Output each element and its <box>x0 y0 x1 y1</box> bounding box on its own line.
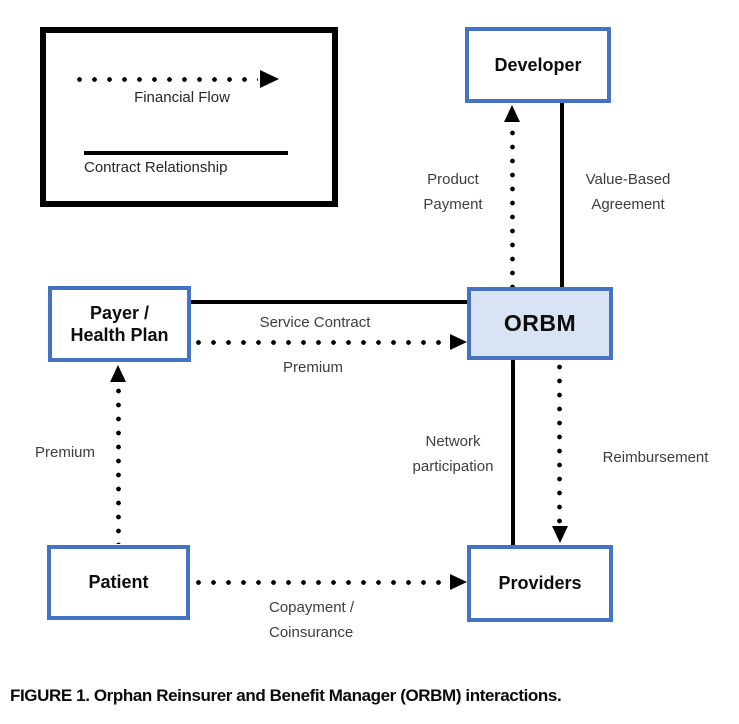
edge-label-product-payment: Product Payment <box>423 171 483 213</box>
service-contract-line <box>191 300 467 304</box>
legend-financial-flow-dotted-line <box>72 77 258 82</box>
edge-label-premium-payer: Premium <box>282 359 343 376</box>
figure-caption: FIGURE 1. Orphan Reinsurer and Benefit M… <box>10 686 562 705</box>
edge-label-network-participation: Network participation <box>412 433 494 475</box>
edge-label-copayment: Copayment / Coinsurance <box>269 599 355 641</box>
edge-label-service-contract: Service Contract <box>259 314 371 331</box>
value-based-agreement-line <box>560 101 564 289</box>
edge-label-value-based-agreement: Value-Based Agreement <box>585 171 671 213</box>
patient-node-label: Patient <box>88 572 149 593</box>
payer-health-plan-node: Payer / Health Plan <box>48 286 191 362</box>
developer-node-label: Developer <box>494 54 582 75</box>
payer-health-plan-node-label: Payer / Health Plan <box>70 302 169 346</box>
copayment-arrowhead-right-icon <box>450 574 467 590</box>
legend-arrowhead-right-icon <box>260 70 279 88</box>
legend-contract-solid-line <box>84 151 288 155</box>
product-payment-dotted-line <box>510 126 515 287</box>
edge-label-reimbursement: Reimbursement <box>602 449 709 466</box>
premium-patient-dotted-line <box>116 384 121 544</box>
network-participation-line <box>511 360 515 545</box>
orbm-node-label: ORBM <box>503 310 577 337</box>
legend-financial-flow-label: Financial Flow <box>134 89 230 106</box>
premium-payer-arrowhead-right-icon <box>450 334 467 350</box>
providers-node: Providers <box>467 545 613 622</box>
developer-node: Developer <box>465 27 611 103</box>
product-payment-arrowhead-up-icon <box>504 105 520 122</box>
orbm-node: ORBM <box>467 287 613 360</box>
patient-node: Patient <box>47 545 190 620</box>
edge-label-premium-patient: Premium <box>34 444 95 461</box>
reimbursement-arrowhead-down-icon <box>552 526 568 543</box>
reimbursement-dotted-line <box>557 360 562 525</box>
premium-payer-dotted-line <box>191 340 449 345</box>
copayment-dotted-line <box>191 580 449 585</box>
premium-patient-arrowhead-up-icon <box>110 365 126 382</box>
legend-box: Financial Flow Contract Relationship <box>40 27 338 207</box>
legend-contract-relationship-label: Contract Relationship <box>84 159 228 176</box>
providers-node-label: Providers <box>498 573 582 594</box>
